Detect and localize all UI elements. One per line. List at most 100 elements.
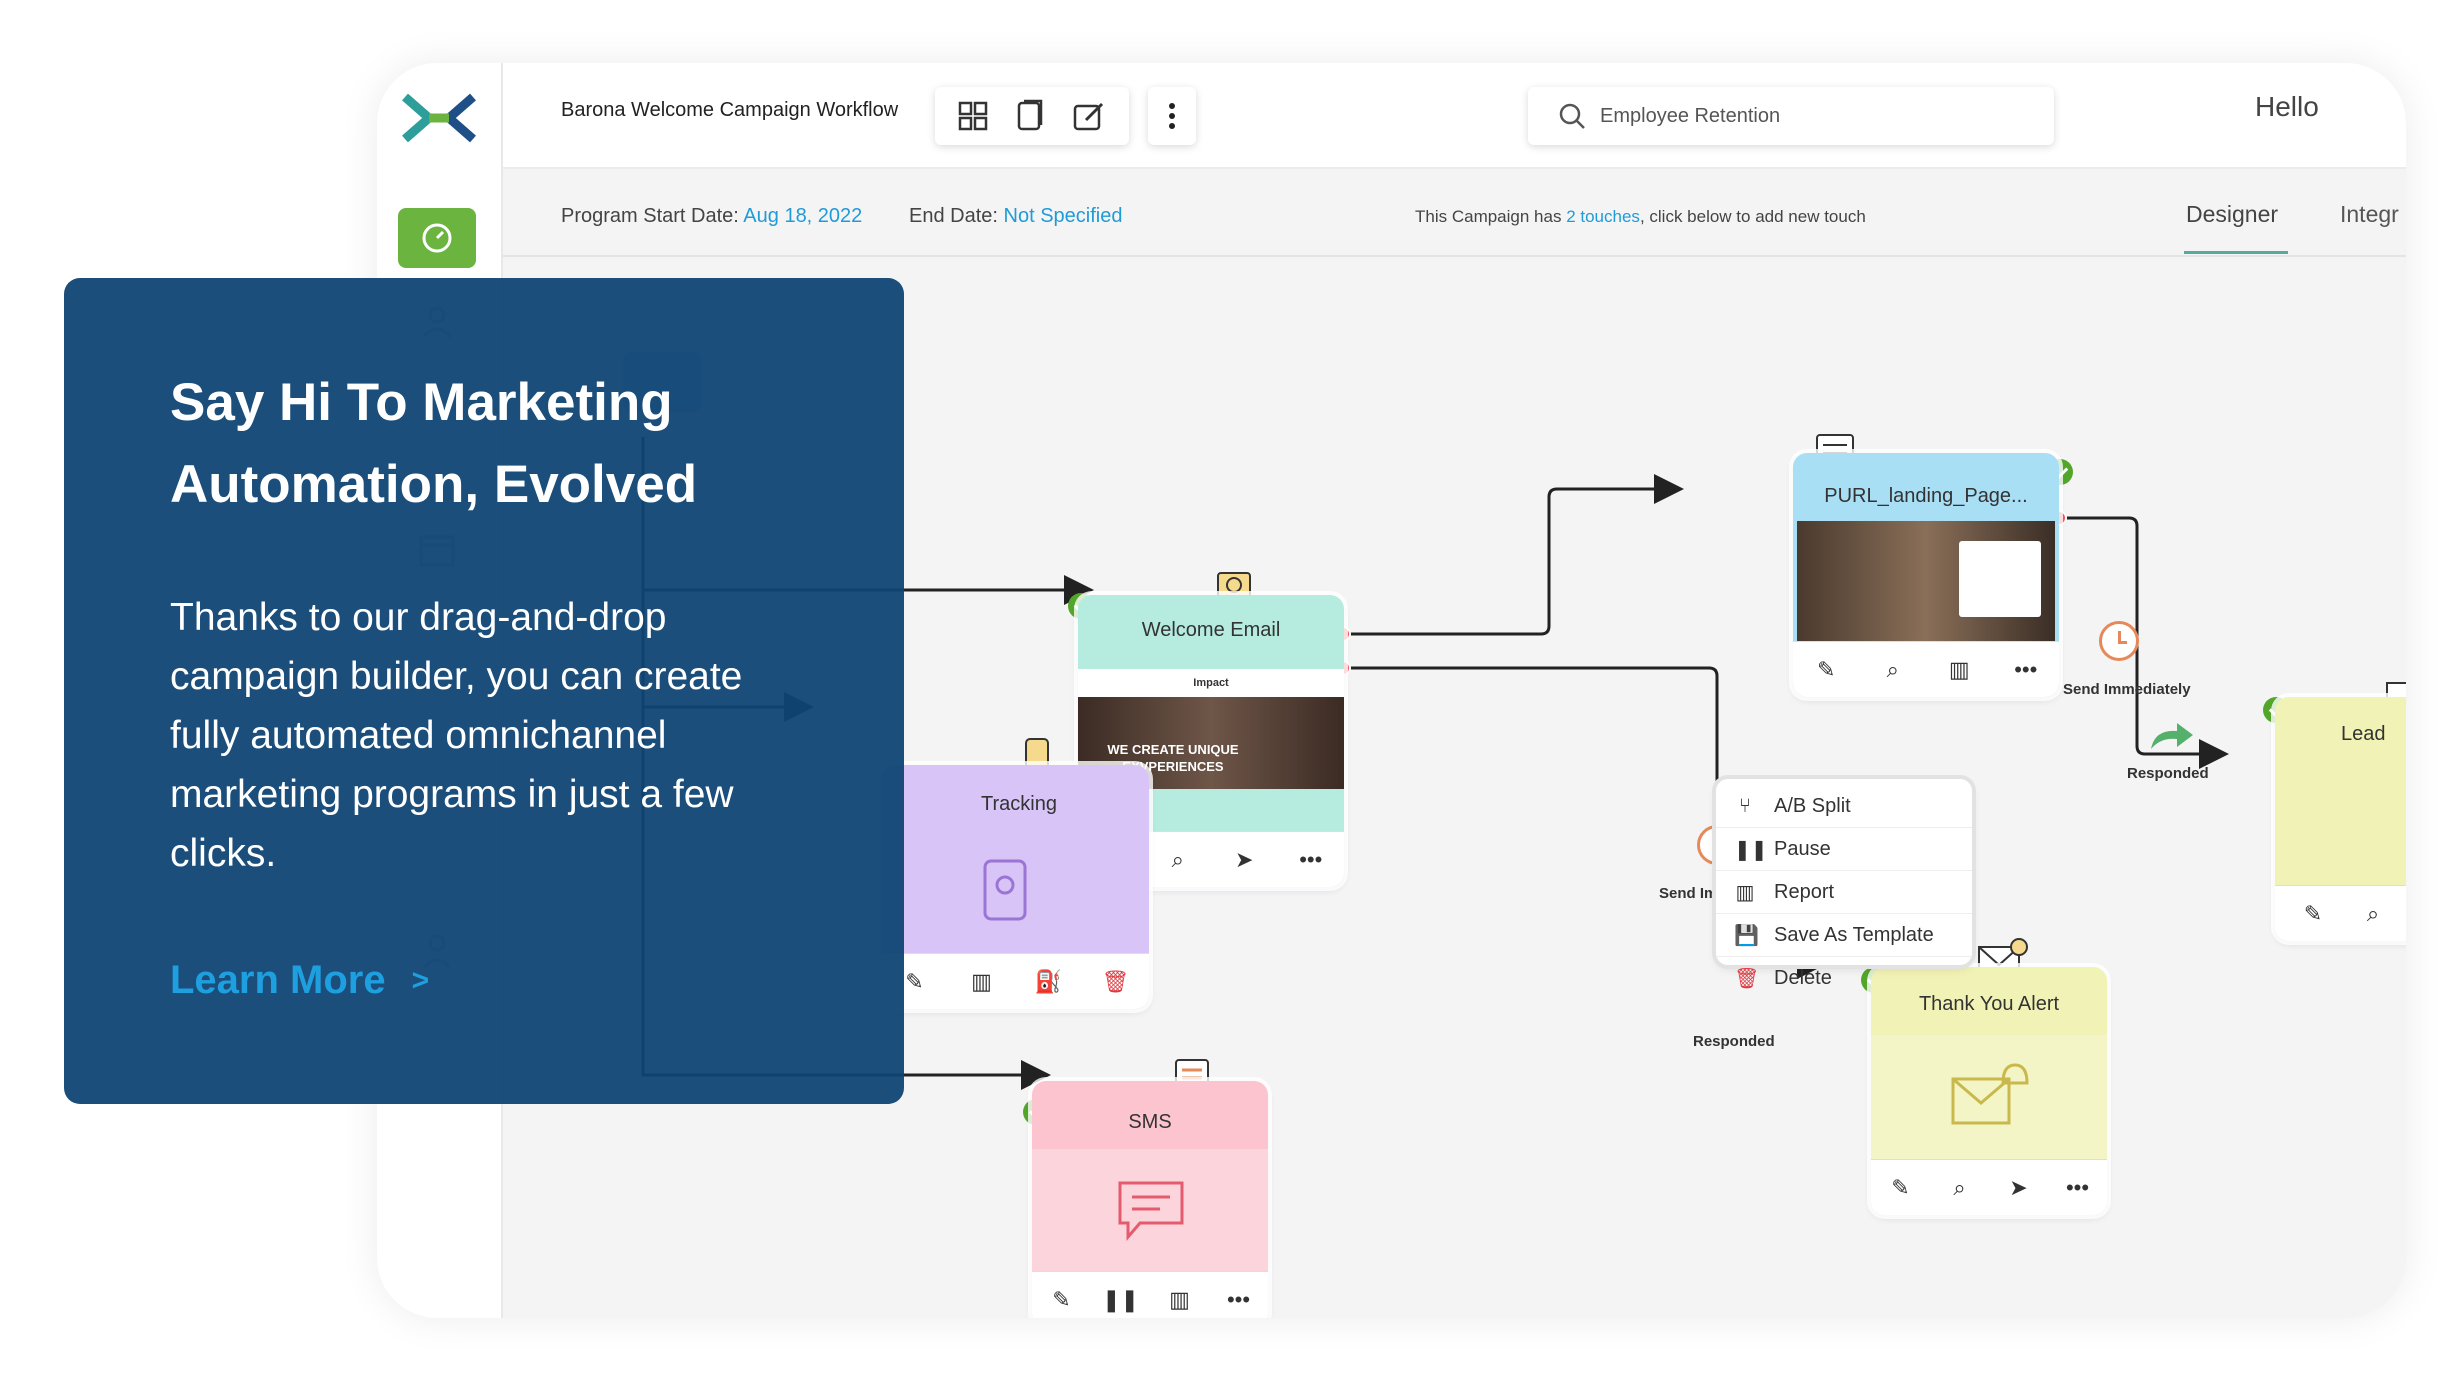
- menu-item-label: Save As Template: [1774, 923, 1934, 946]
- info-bar: Program Start Date: Aug 18, 2022 End Dat…: [503, 169, 2406, 257]
- timer-icon[interactable]: [2099, 621, 2139, 661]
- report-icon: ▥: [1735, 881, 1755, 904]
- thank-you-body: [1871, 1035, 2107, 1159]
- more-icon[interactable]: •••: [1226, 1286, 1251, 1312]
- welcome-email-node[interactable]: Welcome Email Impact WE CREATE UNIQUE EX…: [1078, 595, 1344, 887]
- program-start-date: Program Start Date: Aug 18, 2022: [561, 205, 862, 228]
- tab-integrations[interactable]: Integr: [2340, 201, 2399, 227]
- pencil-icon[interactable]: ✎: [905, 968, 924, 994]
- tracking-toolbar: ✎ ▥ ⛽ 🗑: [881, 953, 1149, 1009]
- thank-you-toolbar: ✎ ⌕ ➤ •••: [1871, 1159, 2107, 1215]
- campaign-prefix: This Campaign has: [1415, 207, 1562, 226]
- phone-tracking-icon: [983, 859, 1027, 921]
- send-icon[interactable]: ➤: [1235, 846, 1254, 872]
- pencil-icon[interactable]: ✎: [2303, 900, 2323, 926]
- menu-item-label: Report: [1774, 880, 1835, 903]
- more-icon[interactable]: •••: [1299, 846, 1323, 872]
- vertical-dots-icon: [1169, 103, 1175, 129]
- responded-arrow-icon: [2151, 723, 2193, 749]
- chat-bubble-icon: [1118, 1181, 1184, 1242]
- more-icon[interactable]: •••: [2014, 656, 2038, 682]
- end-date-label: End Date:: [909, 205, 998, 227]
- start-date-value[interactable]: Aug 18, 2022: [743, 205, 863, 227]
- workflow-canvas[interactable]: Welcome Email Impact WE CREATE UNIQUE EX…: [503, 257, 2406, 1318]
- search-box[interactable]: [1528, 87, 2054, 145]
- email-banner-text: WE CREATE UNIQUE EXVPERIENCES: [1107, 742, 1239, 774]
- pencil-icon[interactable]: ✎: [1052, 1286, 1071, 1312]
- sms-title: SMS: [1128, 1111, 1172, 1133]
- touch-count-link[interactable]: 2 touches: [1566, 207, 1640, 226]
- split-icon: ⑂: [1739, 794, 1751, 817]
- speedometer-icon: [422, 223, 452, 253]
- tracking-node[interactable]: Tracking ✎ ▥ ⛽ 🗑: [881, 765, 1149, 1009]
- search-input[interactable]: [1600, 104, 2020, 128]
- report-icon[interactable]: ▥: [1948, 656, 1970, 682]
- sms-toolbar: ✎ ❚❚ ▥ •••: [1032, 1271, 1268, 1318]
- tab-designer[interactable]: Designer: [2186, 201, 2279, 227]
- report-icon[interactable]: ▥: [971, 968, 992, 994]
- greeting-text: Hello: [2255, 91, 2319, 122]
- search-icon[interactable]: ⌕: [2366, 900, 2380, 926]
- more-icon[interactable]: •••: [2065, 1174, 2090, 1200]
- purl-landing-page-node[interactable]: PURL_landing_Page... ✎ ⌕ ▥ •••: [1793, 453, 2059, 697]
- copy-icon[interactable]: [1015, 99, 1045, 133]
- pause-icon: ❚❚: [1734, 838, 1768, 861]
- campaign-suffix: , click below to add new touch: [1639, 207, 1866, 226]
- menu-item-ab-split[interactable]: ⑂ A/B Split: [1716, 785, 1972, 828]
- edit-icon[interactable]: [1072, 100, 1106, 132]
- workflow-title: Barona Welcome Campaign Workflow: [561, 99, 899, 121]
- landing-preview: [1797, 521, 2055, 641]
- pencil-icon[interactable]: ✎: [1817, 656, 1836, 682]
- megaphone-icon[interactable]: ⛽: [1034, 968, 1063, 994]
- thank-you-title: Thank You Alert: [1918, 993, 2060, 1015]
- start-date-label: Program Start Date:: [561, 205, 739, 227]
- send-immediately-label: Send Immediately: [2063, 681, 2191, 698]
- active-tab-indicator: [2184, 251, 2288, 254]
- alert-envelope-icon: [1951, 1063, 2029, 1125]
- search-icon[interactable]: ⌕: [1886, 656, 1899, 682]
- app-window: Barona Welcome Campaign Workflow Hello P…: [377, 63, 2406, 1318]
- welcome-email-title: Welcome Email: [1141, 619, 1281, 641]
- menu-item-save-as-template[interactable]: 💾 Save As Template: [1716, 914, 1972, 957]
- menu-item-delete[interactable]: 🗑 Delete: [1716, 957, 1972, 1000]
- top-bar: Barona Welcome Campaign Workflow Hello: [503, 63, 2406, 169]
- purl-toolbar: ✎ ⌕ ▥ •••: [1793, 641, 2059, 697]
- dashboard-button[interactable]: [398, 208, 476, 268]
- learn-more-link[interactable]: Learn More >: [170, 958, 429, 1003]
- thank-you-alert-node[interactable]: Thank You Alert ✎ ⌕ ➤ •••: [1871, 967, 2107, 1215]
- report-icon[interactable]: ▥: [1169, 1286, 1190, 1312]
- chevron-right-icon: >: [411, 963, 430, 997]
- campaign-touch-info: This Campaign has 2 touches, click below…: [1415, 207, 1866, 227]
- menu-item-label: A/B Split: [1774, 794, 1851, 817]
- search-icon[interactable]: ⌕: [1953, 1174, 1966, 1200]
- end-date: End Date: Not Specified: [909, 205, 1122, 228]
- search-icon[interactable]: ⌕: [1171, 846, 1184, 872]
- sms-body: [1032, 1149, 1268, 1271]
- pencil-icon[interactable]: ✎: [1891, 1174, 1910, 1200]
- lead-node[interactable]: Lead ✎ ⌕: [2275, 697, 2406, 941]
- tracking-title: Tracking: [981, 793, 1057, 815]
- lead-title: Lead: [2341, 723, 2386, 745]
- menu-item-label: Pause: [1774, 837, 1831, 860]
- delete-icon[interactable]: 🗑: [1101, 968, 1130, 994]
- node-context-menu: ⑂ A/B Split ❚❚ Pause ▥ Report 💾 Save As …: [1716, 779, 1972, 990]
- end-date-value[interactable]: Not Specified: [1003, 205, 1123, 227]
- menu-item-report[interactable]: ▥ Report: [1716, 871, 1972, 914]
- overlay-description: Thanks to our drag-and-drop campaign bui…: [170, 596, 743, 875]
- landing-form-preview: [1959, 541, 2041, 617]
- app-logo: [402, 93, 476, 143]
- lead-toolbar: ✎ ⌕: [2275, 885, 2406, 941]
- view-toolbar: [935, 87, 1129, 145]
- more-options-button[interactable]: [1148, 87, 1196, 145]
- save-icon: 💾: [1734, 924, 1759, 947]
- send-icon[interactable]: ➤: [2009, 1174, 2028, 1200]
- grid-view-icon[interactable]: [958, 101, 988, 131]
- sms-node[interactable]: SMS ✎ ❚❚ ▥ •••: [1032, 1081, 1268, 1318]
- delete-icon: 🗑: [1734, 968, 1760, 990]
- pause-icon[interactable]: ❚❚: [1102, 1286, 1139, 1312]
- responded-label: Responded: [2127, 765, 2209, 782]
- responded-label: Responded: [1693, 1033, 1775, 1050]
- menu-item-pause[interactable]: ❚❚ Pause: [1716, 828, 1972, 871]
- search-icon: [1559, 103, 1585, 129]
- menu-item-label: Delete: [1774, 967, 1832, 989]
